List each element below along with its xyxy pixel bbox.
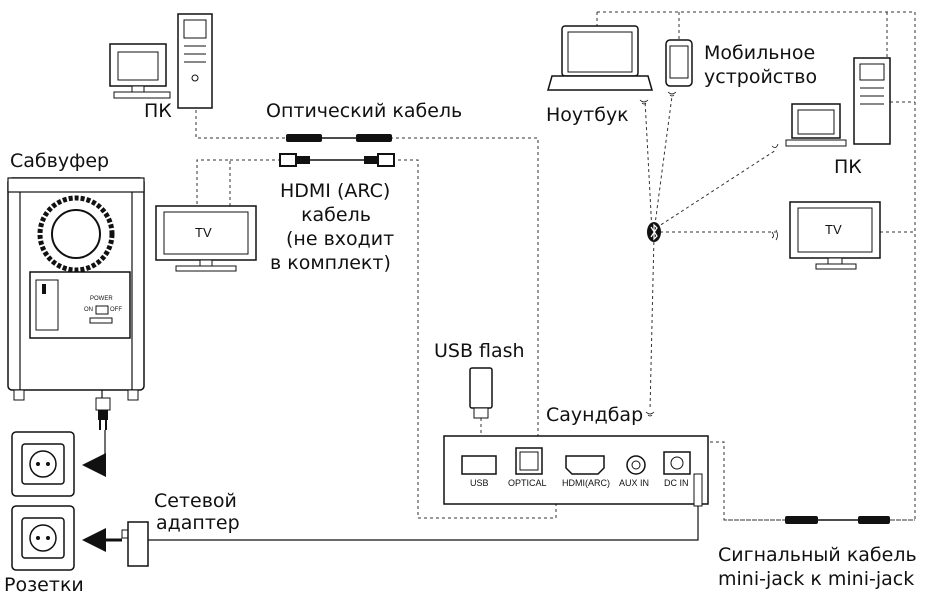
subwoofer [7,177,145,401]
port-label-usb: USB [470,478,489,488]
usb-flash-drive [469,367,493,419]
tv-left [155,205,257,272]
subwoofer-off-label: OFF [110,307,122,313]
socket-top [11,431,75,497]
power-arrows [82,453,122,552]
label-subwoofer: Сабвуфер [10,150,110,172]
label-network-adapter-line2: адаптер [156,512,240,534]
label-soundbar: Саундбар [546,404,644,426]
subwoofer-power-label: POWER [90,296,113,302]
port-label-aux: AUX IN [619,478,650,488]
label-tv-left: TV [195,225,212,240]
network-adapter [121,521,149,567]
mobile-device [665,39,693,87]
port-label-dc: DC IN [664,478,689,488]
label-hdmi-cable-line2: кабель [301,204,371,226]
label-hdmi-cable-line4: в комплект) [270,252,391,274]
soundbar [443,435,709,507]
label-mobile-line2: устройство [704,66,818,88]
wireless-signal-icons [639,91,779,417]
label-tv-right: TV [825,222,842,237]
label-pc-left: ПК [144,100,172,122]
pc-left [109,13,213,109]
laptop [547,25,653,91]
tv-right [789,201,881,270]
plug-icon [95,397,111,430]
hdmi-cable [279,153,395,167]
label-hdmi-cable-line1: HDMI (ARC) [280,180,391,202]
signal-cable [785,516,890,524]
label-signal-cable-line1: Сигнальный кабель [718,544,917,566]
port-label-optical: OPTICAL [508,478,547,488]
label-mobile-line1: Мобильное [704,42,816,64]
label-usb-flash: USB flash [434,340,525,362]
optical-cable [286,134,392,142]
subwoofer-fan [37,195,115,273]
label-network-adapter-line1: Сетевой [154,490,237,512]
label-pc-right: ПК [834,156,862,178]
label-laptop: Ноутбук [546,104,629,126]
label-sockets: Розетки [4,574,84,596]
bluetooth-icon [647,222,661,242]
subwoofer-on-label: ON [84,307,93,313]
pc-right [785,57,891,147]
label-signal-cable-line2: mini-jack к mini-jack [718,568,915,590]
label-hdmi-cable-line3: (не входит [286,228,395,250]
port-label-hdmi: HDMI(ARC) [562,478,610,488]
label-optical-cable: Оптический кабель [266,100,463,122]
socket-bottom [11,505,75,571]
